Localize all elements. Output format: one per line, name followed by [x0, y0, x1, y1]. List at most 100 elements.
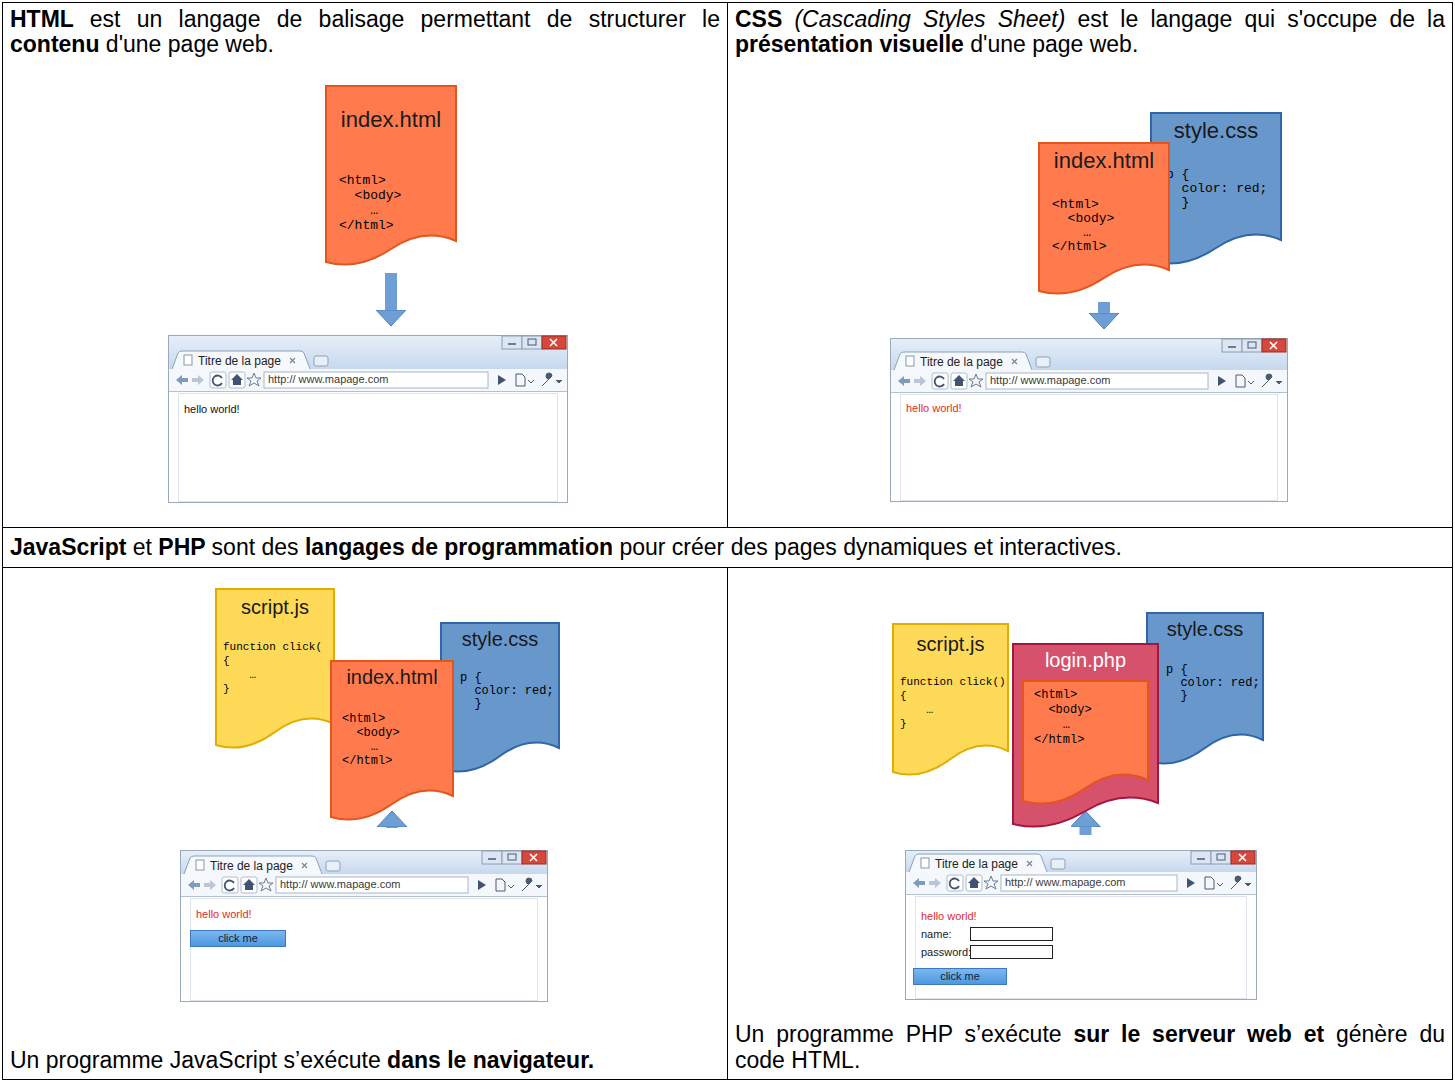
url-field [1001, 875, 1177, 891]
code-line: <body> [1052, 212, 1114, 226]
text-word: langage [1150, 6, 1244, 32]
text-word: sur [1073, 1021, 1121, 1047]
go-icon [1187, 878, 1195, 888]
text-word: page [168, 31, 226, 57]
page-menu-icon [1205, 877, 1223, 889]
cell-caption: Un programme PHP s’exécute sur le serveu… [735, 1022, 1445, 1073]
tab-close [1012, 359, 1017, 364]
code-line: … [342, 740, 378, 754]
url-text: http:// www.mapage.com [268, 373, 388, 385]
wrench-icon [542, 373, 562, 386]
text-word: créer [672, 534, 731, 560]
text-word: contenu [10, 31, 106, 57]
text-word: JavaScript [170, 1047, 284, 1073]
reload-box [210, 372, 226, 388]
page-menu-icon [516, 374, 534, 386]
toolbar-border [169, 391, 567, 392]
text-word: le [702, 6, 720, 32]
title-bar [891, 339, 1287, 370]
block-arrow [1098, 302, 1110, 314]
code-line: <html> [342, 712, 385, 726]
text-word: code [735, 1047, 791, 1073]
page-text: hello world! [184, 403, 240, 415]
text-word: CSS [735, 6, 794, 32]
text-word: HTML. [791, 1047, 860, 1073]
close-button [1262, 339, 1286, 352]
file-icon: script.jsfunction click({…} [215, 588, 335, 746]
toolbar-border [906, 894, 1256, 895]
file-outline [331, 661, 453, 820]
close-button [1231, 851, 1255, 864]
window-frame [906, 851, 1257, 1000]
title-bar [169, 336, 567, 369]
back-icon [188, 880, 200, 890]
content-area [901, 395, 1278, 501]
text-word: web. [225, 31, 274, 57]
file-name: login.php [1012, 649, 1159, 672]
code-line: } [900, 717, 907, 731]
toolbar-border [891, 392, 1287, 393]
file-icon: style.cssp {color: red;} [1146, 612, 1264, 762]
reload-box [947, 875, 963, 891]
table-cell: Un programme JavaScript s’exécute dans l… [2, 567, 728, 1080]
wrench-icon [1231, 876, 1251, 889]
maximize-glyph [1217, 854, 1225, 860]
text-word: est [1078, 6, 1121, 32]
file-outline [1039, 143, 1169, 294]
maximize-button [522, 336, 542, 349]
text-word: sont [212, 534, 262, 560]
text-input [971, 928, 1053, 941]
text-word: des [731, 534, 774, 560]
title-bar [906, 851, 1256, 872]
home-icon [953, 375, 965, 386]
text-word: un [137, 6, 179, 32]
code-line: } [460, 698, 482, 711]
text-word: (Cascading [794, 6, 922, 32]
reload-icon [213, 376, 222, 386]
text-word: de [547, 6, 589, 32]
wrench-icon [1262, 374, 1282, 387]
code-line: function click() [900, 675, 1006, 689]
toolbar [169, 369, 567, 391]
text-word: Styles [923, 6, 998, 32]
reload-box [222, 877, 238, 893]
code-line: … [1034, 718, 1070, 733]
minimize-glyph [1228, 346, 1236, 348]
back-icon [176, 375, 188, 385]
file-outline [326, 86, 456, 265]
file-outline [1013, 644, 1158, 827]
text-word: s’exécute [964, 1021, 1073, 1047]
text-word: des [261, 534, 304, 560]
text-word: génère [1336, 1021, 1419, 1047]
code-line: } [1166, 690, 1188, 703]
close-glyph [1239, 854, 1246, 861]
window-frame [181, 851, 548, 1002]
page-menu-icon [1236, 375, 1254, 387]
tab-shape [894, 352, 1032, 370]
tab-shape [172, 351, 310, 369]
button-label: click me [914, 970, 1006, 982]
file-icon: index.html<html><body>…</html> [1038, 142, 1170, 292]
code-line: … [339, 203, 378, 218]
back-icon [898, 376, 910, 386]
table-cell: Un programme PHP s’exécute sur le serveu… [727, 567, 1453, 1080]
star-icon [984, 876, 998, 889]
button-label: click me [191, 932, 285, 944]
text-word: permettant [421, 6, 547, 32]
text-word: dans [387, 1047, 447, 1073]
code-line: </html> [1034, 733, 1084, 748]
text-word: de [277, 6, 319, 32]
go-icon [1218, 376, 1226, 386]
toolbar [906, 872, 1256, 894]
file-icon: script.jsfunction click(){…} [892, 623, 1009, 773]
text-word: langage [179, 6, 277, 32]
cell-text: JavaScript et PHP sont des langages de p… [10, 535, 1445, 560]
file-outline [1151, 113, 1281, 264]
code-line: { [223, 654, 230, 668]
close-glyph [530, 854, 537, 861]
code-line: <body> [1034, 703, 1092, 718]
toolbar [891, 370, 1287, 392]
reload-icon [935, 377, 944, 387]
new-tab [1036, 357, 1050, 367]
home-icon [968, 877, 980, 888]
